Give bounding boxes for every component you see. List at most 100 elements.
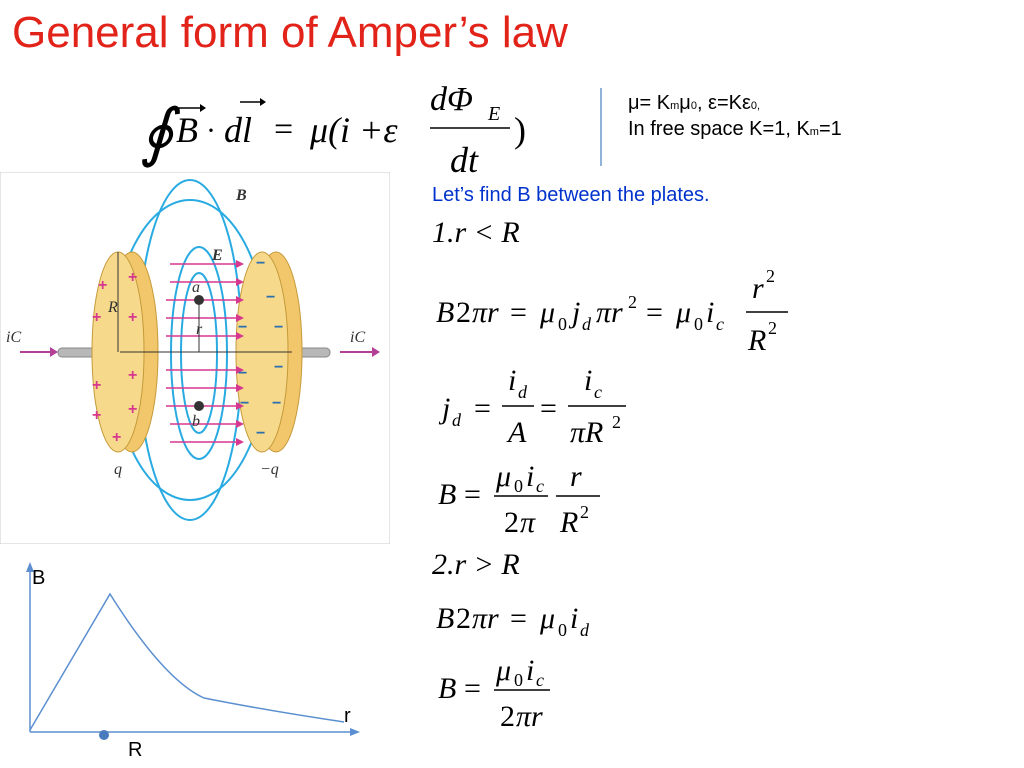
svg-text:i: i [570,602,578,635]
svg-text:−: − [274,359,283,376]
equation-inner-3: B = μ 0 i c 2 π r R 2 [438,460,600,539]
point-b [194,401,204,411]
e-vector-label: E [211,247,223,264]
svg-text:c: c [594,382,602,402]
ampere-maxwell-equation: ∮ B · dl = μ(i +ε dΦ E dt ) [140,81,526,180]
R-label: R [107,299,118,316]
svg-text:πr: πr [472,296,499,329]
svg-text:+: + [92,309,101,326]
svg-text:r: r [752,272,764,305]
b-field-line-r [180,272,218,434]
svg-text:2: 2 [580,502,589,522]
neg-q-label: −q [260,461,279,478]
svg-text:B: B [176,110,198,150]
svg-text:+: + [128,269,137,286]
svg-text:R: R [559,506,578,539]
e-field-arrows [166,263,236,443]
point-a [194,295,204,305]
svg-text:r: r [570,460,582,493]
svg-text:+: + [92,407,101,424]
a-label: a [192,279,200,296]
svg-text:j: j [568,296,580,329]
svg-text:0: 0 [514,670,523,690]
svg-text:E: E [487,103,500,125]
svg-text:=: = [510,296,527,329]
svg-text:d: d [582,314,592,334]
svg-text:=: = [464,672,481,705]
svg-text:d: d [518,382,528,402]
svg-text:i: i [706,296,714,329]
svg-text:i: i [584,366,592,397]
svg-text:d: d [580,620,590,640]
equation-outer-1: B 2 πr = μ 0 i d [436,602,590,640]
svg-text:2: 2 [768,318,777,338]
svg-text:=: = [464,478,481,511]
svg-text:=: = [510,602,527,635]
free-space-note: In free space K=1, Km=1 [628,118,842,140]
R-marker [99,730,109,740]
svg-text:−: − [256,425,265,442]
svg-text:c: c [536,476,544,496]
svg-text:2: 2 [456,296,471,329]
svg-text:μ: μ [675,296,691,329]
svg-text:μ: μ [495,460,511,493]
svg-text:+: + [128,367,137,384]
svg-text:0: 0 [558,314,567,334]
svg-text:dt: dt [450,140,479,180]
case1-heading: 1.r < R [432,216,520,249]
svg-text:−: − [238,365,247,382]
equation-inner-2: j d = i d A = i c πR 2 [438,366,626,449]
svg-text:): ) [514,110,526,150]
svg-text:μ: μ [495,654,511,687]
svg-text:B: B [436,602,454,635]
b-label: b [192,413,200,430]
svg-text:d: d [452,410,462,430]
svg-text:π: π [520,506,536,539]
svg-text:=: = [540,392,557,425]
case2-heading: 2.r > R [432,548,520,581]
equation-outer-2: B = μ 0 i c 2 πr [438,654,550,733]
svg-text:·: · [206,114,216,147]
svg-text:B: B [438,478,456,511]
svg-text:+: + [112,429,121,446]
svg-text:i: i [526,460,534,493]
svg-text:+: + [98,277,107,294]
svg-text:μ(i +ε: μ(i +ε [309,110,398,150]
svg-text:πr: πr [472,602,499,635]
svg-text:dl: dl [224,110,252,150]
ic-right-label: iC [350,329,365,346]
svg-text:+: + [128,401,137,418]
svg-text:+: + [92,377,101,394]
svg-text:2: 2 [456,602,471,635]
svg-text:0: 0 [694,314,703,334]
svg-text:i: i [508,366,516,397]
svg-text:0: 0 [514,476,523,496]
r-label: r [196,321,203,338]
svg-text:πR: πR [570,416,603,449]
slide-title: General form of Amper’s law [12,8,568,57]
svg-text:=: = [646,296,663,329]
svg-text:0: 0 [558,620,567,640]
svg-text:B: B [438,672,456,705]
svg-text:c: c [536,670,544,690]
svg-text:j: j [438,392,450,425]
svg-text:−: − [256,255,265,272]
svg-text:−: − [274,319,283,336]
svg-text:+: + [128,309,137,326]
svg-text:−: − [272,395,281,412]
divider-line [600,88,602,166]
svg-text:=: = [274,111,293,148]
svg-text:2: 2 [766,266,775,286]
lead-text: Let’s find B between the plates. [432,184,710,206]
svg-text:2: 2 [628,292,637,312]
svg-text:2: 2 [504,506,519,539]
svg-text:2: 2 [500,700,515,733]
svg-text:i: i [526,654,534,687]
svg-text:dΦ: dΦ [430,81,473,118]
svg-text:−: − [266,289,275,306]
figure-border [0,172,390,544]
svg-text:−: − [240,395,249,412]
svg-text:A: A [506,416,527,449]
b-vs-r-graph: B r R [26,562,360,760]
b-vector-label: B [235,187,247,204]
